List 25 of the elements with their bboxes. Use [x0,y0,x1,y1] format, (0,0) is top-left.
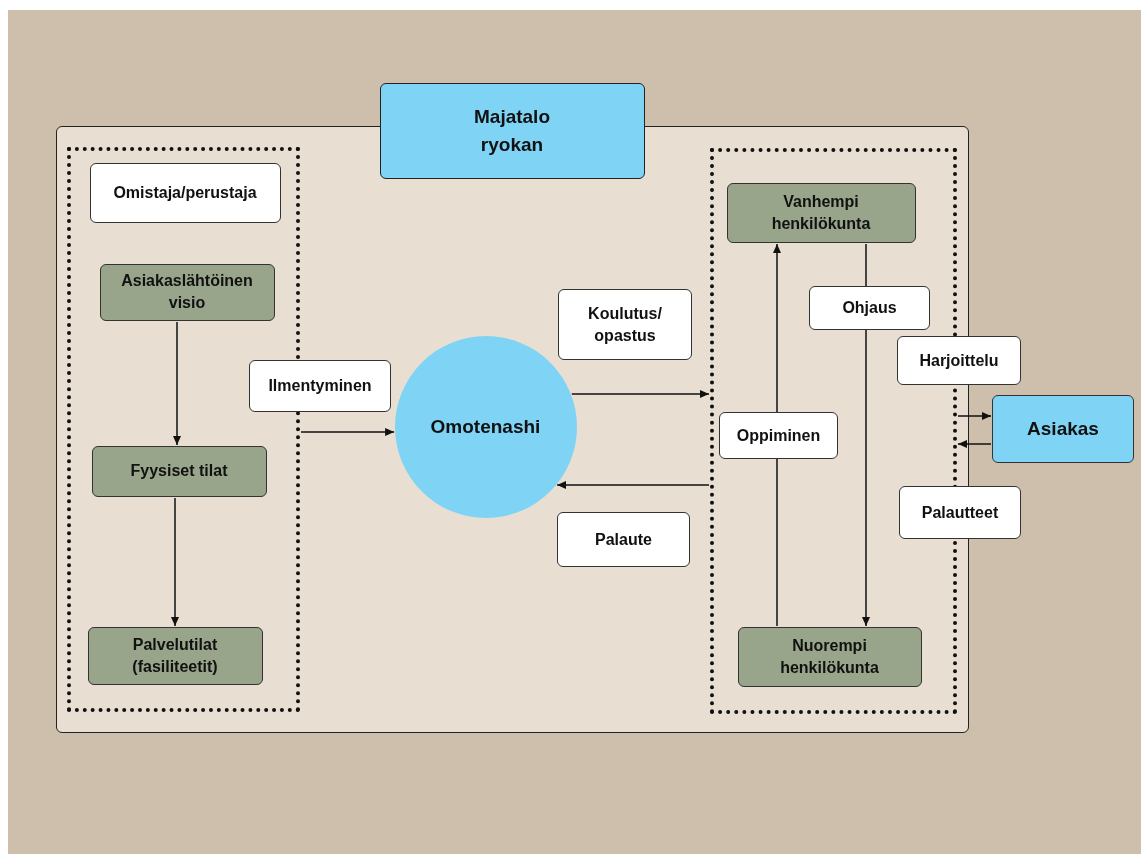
arrow [556,481,710,489]
process-box: Vanhempi henkilökunta [726,182,916,243]
process-box: Asiakas [992,395,1134,463]
title-tab: Majatalo ryokan [379,82,645,179]
edge-label: Palautteet [899,486,1021,539]
arrow [571,390,710,398]
process-box: Asiakaslähtöinen visio [99,263,275,321]
edge-label: Harjoittelu [897,336,1021,385]
process-box: Palvelutilat (fasiliteetit) [87,626,263,685]
edge-label: Koulutus/ opastus [558,289,692,360]
arrow [171,497,179,627]
arrow [862,243,870,627]
arrow [957,412,992,420]
edge-label: Ilmentyminen [249,360,391,412]
edge-label: Ohjaus [809,286,930,330]
process-box: Fyysiset tilat [91,445,267,497]
concept-circle: Omotenashi [394,335,577,518]
edge-label: Palaute [557,512,690,567]
process-box: Omistaja/perustaja [89,162,281,223]
arrow [173,321,181,446]
arrow [957,440,992,448]
arrow [300,428,395,436]
process-box: Nuorempi henkilökunta [737,626,922,687]
arrow [773,243,781,627]
edge-label: Oppiminen [719,412,838,459]
